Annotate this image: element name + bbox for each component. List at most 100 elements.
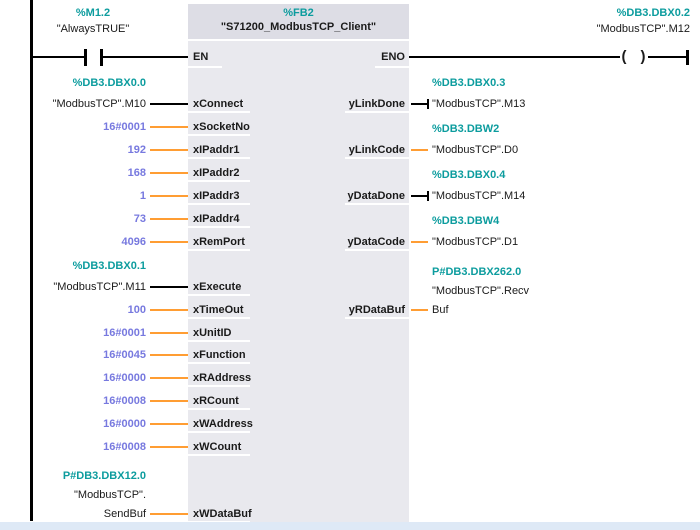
power-rail [30,0,33,521]
input-param-label[interactable]: xExecute [193,281,242,293]
input-param-label[interactable]: xUnitID [193,327,232,339]
operand-address[interactable]: %DB3.DBX0.1 [72,260,146,272]
input-param-label[interactable]: xSocketNo [193,121,250,133]
input-constant[interactable]: 168 [127,167,146,179]
contact-icon[interactable] [84,49,87,66]
input-row-xunitid: 16#0001 xUnitID [0,325,700,342]
output-wire [411,195,428,197]
input-param-label[interactable]: xWAddress [193,418,253,430]
param-underline [188,340,250,342]
output-param-label[interactable]: yLinkCode [348,144,405,156]
output-row-ylinkcode: yLinkCode %DB3.DBW2 "ModbusTCP".D0 [0,123,700,159]
contact-icon[interactable] [100,49,103,66]
input-constant[interactable]: 16#0000 [103,418,146,430]
wire-rail-to-contact [32,56,84,58]
input-constant[interactable]: 1 [139,190,146,202]
input-constant[interactable]: 4096 [121,236,146,248]
input-row-xwdatabuf: P#DB3.DBX12.0 "ModbusTCP". SendBuf xWDat… [0,470,700,523]
input-param-label[interactable]: xWDataBuf [193,508,252,520]
input-row-xrcount: 16#0008 xRCount [0,393,700,410]
output-param-label[interactable]: yDataCode [347,236,405,248]
input-param-label[interactable]: xIPaddr4 [193,213,240,225]
coil-icon[interactable]: ( [621,48,627,65]
operand-name-line2[interactable]: SendBuf [103,508,146,520]
input-param-label[interactable]: xTimeOut [193,304,244,316]
wire-contact-to-en [103,56,188,58]
output-wire [411,103,428,105]
input-wire [150,149,188,151]
fb-block-header[interactable] [188,4,409,41]
input-param-label[interactable]: xIPaddr1 [193,144,240,156]
input-constant[interactable]: 73 [133,213,146,225]
coil-icon[interactable]: ) [640,48,646,65]
input-wire [150,172,188,174]
input-constant[interactable]: 16#0008 [103,441,146,453]
input-constant[interactable]: 16#0001 [103,327,146,339]
output-param-label[interactable]: yLinkDone [348,98,405,110]
operand-name[interactable]: "ModbusTCP".M11 [53,281,146,293]
fb-block-title[interactable]: "S71200_ModbusTCP_Client" [220,21,377,33]
operand-name-line1[interactable]: "ModbusTCP".Recv [432,285,530,297]
eno-pin-label[interactable]: ENO [381,51,405,63]
input-row-xipaddr3: 1 xIPaddr3 [0,188,700,205]
fb-block-address[interactable]: %FB2 [283,7,314,19]
input-param-label[interactable]: xIPaddr2 [193,167,240,179]
operand-name[interactable]: "ModbusTCP".M10 [52,98,146,110]
input-constant[interactable]: 16#0000 [103,372,146,384]
operand-address[interactable]: %DB3.DBX0.0 [72,77,146,89]
output-row-ydatadone: yDataDone %DB3.DBX0.4 "ModbusTCP".M14 [0,169,700,205]
input-param-label[interactable]: xRAddress [193,372,252,384]
operand-name[interactable]: "ModbusTCP".D1 [432,236,519,248]
param-underline [188,408,250,410]
en-pin-label[interactable]: EN [193,51,209,63]
input-wire [150,103,188,105]
input-wire [150,309,188,311]
input-wire [150,423,188,425]
input-constant[interactable]: 16#0001 [103,121,146,133]
operand-address[interactable]: P#DB3.DBX12.0 [62,470,146,482]
operand-name-line1[interactable]: "ModbusTCP". [74,489,146,501]
input-param-label[interactable]: xRCount [193,395,239,407]
operand-name[interactable]: "ModbusTCP".M14 [432,190,526,202]
operand-name[interactable]: "ModbusTCP".D0 [432,144,519,156]
input-constant[interactable]: 100 [127,304,146,316]
output-param-label[interactable]: yRDataBuf [348,304,405,316]
input-row-xexecute: %DB3.DBX0.1 "ModbusTCP".M11 xExecute [0,260,700,296]
operand-address[interactable]: %DB3.DBX0.3 [432,77,506,89]
input-constant[interactable]: 16#0045 [103,349,146,361]
operand-address[interactable]: %DB3.DBW2 [432,123,500,135]
output-param-label[interactable]: yDataDone [347,190,405,202]
param-underline [188,317,250,319]
output-wire [411,309,428,311]
input-row-xconnect: %DB3.DBX0.0 "ModbusTCP".M10 xConnect [0,77,700,113]
wire-eno-to-coil [409,56,620,58]
param-underline [188,454,250,456]
input-param-label[interactable]: xConnect [193,98,244,110]
operand-address[interactable]: %DB3.DBW4 [432,215,500,227]
param-underline [345,157,409,159]
input-row-xwcount: 16#0008 xWCount [0,439,700,456]
input-wire [150,241,188,243]
input-row-xipaddr1: 192 xIPaddr1 [0,142,700,159]
operand-address[interactable]: %DB3.DBX0.4 [432,169,506,181]
input-param-label[interactable]: xIPaddr3 [193,190,240,202]
operand-name[interactable]: "ModbusTCP".M13 [432,98,526,110]
param-underline [188,249,250,251]
input-param-label[interactable]: xFunction [193,349,246,361]
fb-block-body[interactable] [188,4,409,522]
coil-address: %DB3.DBX0.2 [616,7,690,19]
param-underline [188,180,250,182]
branch-end-tick [686,50,689,65]
input-constant[interactable]: 16#0008 [103,395,146,407]
operand-name-line2[interactable]: Buf [432,304,449,316]
contact-name: "AlwaysTRUE" [56,23,130,35]
editor-bottom-strip [0,522,700,530]
input-param-label[interactable]: xRemPort [193,236,245,248]
input-param-label[interactable]: xWCount [193,441,242,453]
param-underline [188,362,250,364]
input-row-xipaddr4: 73 xIPaddr4 [0,211,700,228]
operand-address[interactable]: P#DB3.DBX262.0 [432,266,522,278]
input-constant[interactable]: 192 [127,144,146,156]
param-underline [188,226,250,228]
param-underline [188,203,250,205]
